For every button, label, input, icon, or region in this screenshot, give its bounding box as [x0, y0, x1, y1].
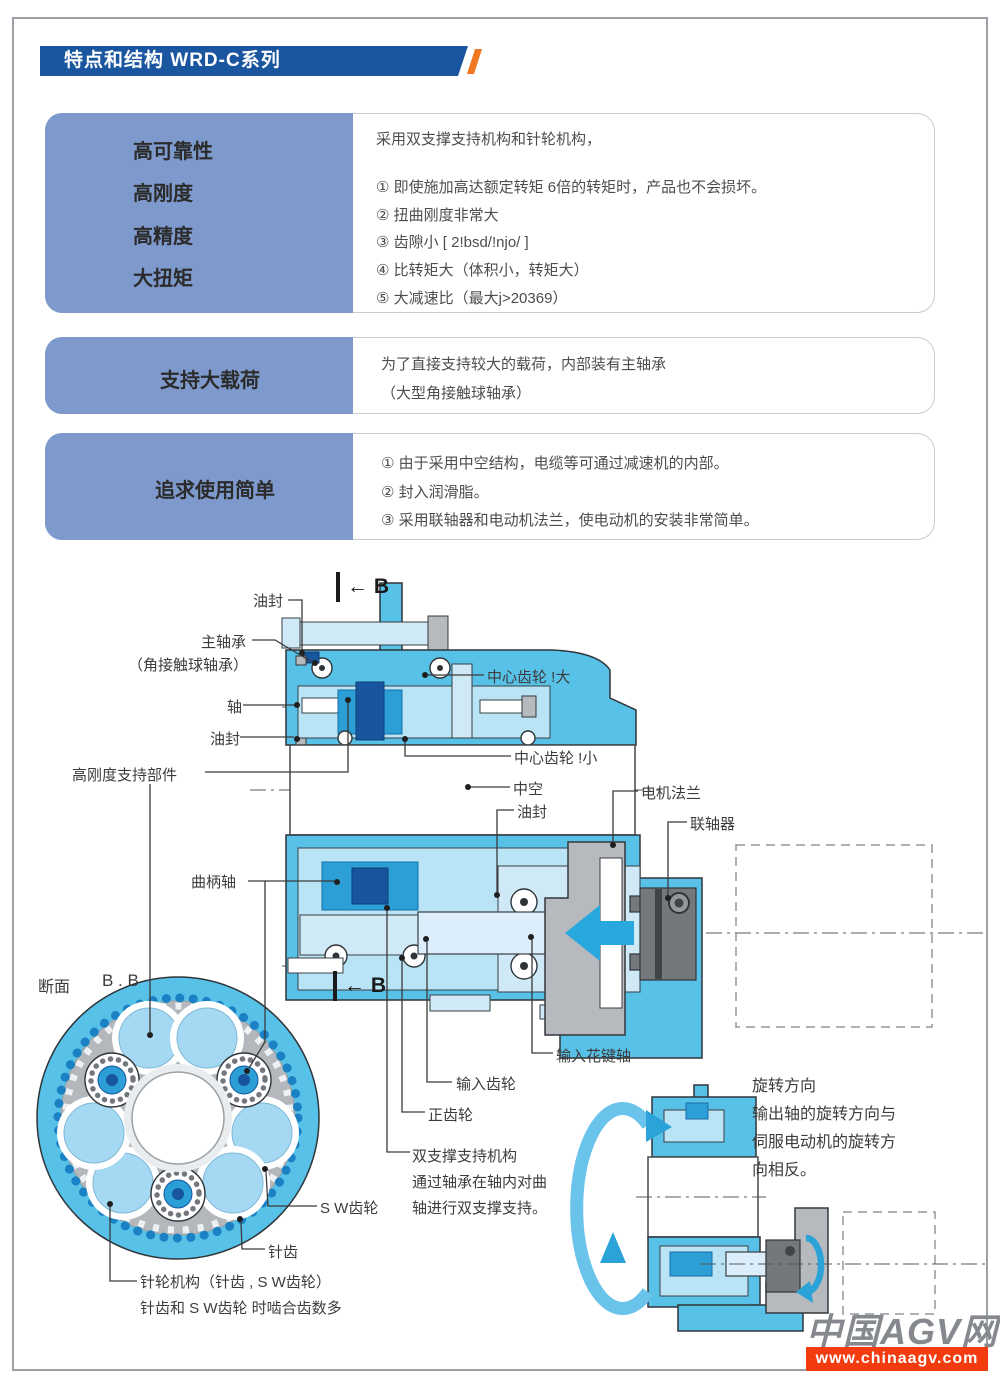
- feature-item: ② 封入润滑脂。: [381, 484, 489, 501]
- feature-title: 高刚度: [133, 183, 193, 205]
- gear-holes: [57, 1001, 299, 1220]
- label-hollow: 中空: [513, 781, 544, 798]
- feature-card-reliability: 高可靠性 高刚度 高精度 大扭矩 采用双支撑支持机构和针轮机构， ① 即使施加高…: [45, 113, 935, 313]
- label-coupling: 联轴器: [690, 816, 736, 833]
- label-rigid-support: 高刚度支持部件: [72, 767, 178, 784]
- rotation-mini-view: [570, 1084, 988, 1332]
- label-double-support-line3: 轴进行双支撑支持。: [412, 1200, 548, 1217]
- feature-item: ② 扭曲刚度非常大: [376, 207, 499, 224]
- label-double-support-line1: 双支撑支持机构: [412, 1148, 518, 1165]
- feature-item: 为了直接支持较大的载荷，内部装有主轴承: [381, 356, 667, 373]
- feature-intro: 采用双支撑支持机构和针轮机构，: [376, 131, 602, 148]
- section-marker-bottom: ← B: [333, 971, 386, 1001]
- label-center-gear-small: 中心齿轮 !小: [514, 750, 598, 767]
- chinaagv-logo: 中国AGV网: [806, 1311, 999, 1352]
- label-double-support-line2: 通过轴承在轴内对曲: [412, 1174, 548, 1191]
- feature-item: ③ 齿隙小 [ 2!bsd/!njo/ ]: [376, 234, 529, 251]
- label-main-bearing-note: （角接触球轴承）: [128, 657, 249, 674]
- feature-item: ① 即使施加高达额定转矩 6倍的转矩时，产品也不会损坏。: [376, 179, 767, 196]
- label-section-name: B . B: [102, 971, 139, 990]
- label-input-gear: 输入齿轮: [456, 1076, 517, 1093]
- rotation-arrow: [570, 1102, 654, 1315]
- label-motor-flange: 电机法兰: [641, 785, 702, 802]
- label-section: 断面: [38, 979, 71, 996]
- label-oil-seal-right: 油封: [517, 804, 548, 821]
- feature-title: 高精度: [133, 226, 193, 248]
- bb-section-view: [36, 976, 320, 1260]
- label-spur-gear: 正齿轮: [428, 1107, 474, 1124]
- label-oil-seal-top: 油封: [253, 593, 284, 610]
- label-center-gear-large: 中心齿轮 !大: [487, 669, 571, 686]
- label-pin-tooth: 针齿: [268, 1244, 299, 1261]
- feature-title: 追求使用简单: [155, 480, 275, 502]
- feature-card-simplicity: 追求使用简单 ① 由于采用中空结构，电缆等可通过减速机的内部。 ② 封入润滑脂。…: [45, 433, 935, 540]
- main-cross-section: [250, 582, 985, 1059]
- crank-bearings: [84, 1052, 272, 1222]
- label-crank-shaft: 曲柄轴: [191, 874, 237, 891]
- feature-item: （大型角接触球轴承）: [381, 385, 532, 402]
- feature-item: ③ 采用联轴器和电动机法兰，使电动机的安装非常简单。: [381, 512, 759, 529]
- rotation-note-line: 向相反。: [752, 1162, 817, 1179]
- page-title: 特点和结构 WRD-C系列: [64, 50, 281, 71]
- label-sw-gear: S W齿轮: [320, 1200, 379, 1217]
- label-oil-seal-left: 油封: [210, 731, 241, 748]
- section-marker-top: ← B: [336, 572, 389, 602]
- feature-item: ① 由于采用中空结构，电缆等可通过减速机的内部。: [381, 455, 729, 472]
- feature-card-load: 支持大载荷 为了直接支持较大的载荷，内部装有主轴承 （大型角接触球轴承）: [45, 337, 935, 414]
- coupling-rotation-arrow: [805, 1234, 825, 1296]
- label-main-bearing: 主轴承: [201, 634, 247, 651]
- label-pin-wheel-line2: 针齿和 S W齿轮 时啮合齿数多: [140, 1300, 342, 1317]
- feature-card-label-panel: 追求使用简单: [45, 433, 353, 540]
- label-input-spline-shaft: 输入花键轴: [556, 1048, 632, 1065]
- pin-teeth-ring: [53, 993, 303, 1243]
- feature-title: 大扭矩: [133, 268, 193, 290]
- label-pin-wheel-mechanism: 针轮机构（针齿 , S W齿轮） 针齿和 S W齿轮 时啮合齿数多: [140, 1270, 342, 1322]
- leader-lines: [107, 599, 687, 1282]
- label-pin-wheel-line1: 针轮机构（针齿 , S W齿轮）: [140, 1274, 331, 1291]
- rotation-note: 旋转方向 输出轴的旋转方向与 伺服电动机的旋转方 向相反。: [752, 1073, 896, 1185]
- rotation-note-line: 伺服电动机的旋转方: [752, 1134, 897, 1151]
- feature-title: 高可靠性: [133, 141, 213, 163]
- page-title-bar: 特点和结构 WRD-C系列: [40, 46, 468, 76]
- feature-card-label-panel: 支持大载荷: [45, 337, 353, 414]
- label-double-support: 双支撑支持机构 通过轴承在轴内对曲 轴进行双支撑支持。: [412, 1144, 547, 1222]
- feature-item: ⑤ 大减速比（最大j>20369）: [376, 290, 568, 307]
- feature-card-label-panel: 高可靠性 高刚度 高精度 大扭矩: [45, 113, 353, 313]
- feature-item: ④ 比转矩大（体积小，转矩大）: [376, 262, 589, 279]
- rotation-note-line: 输出轴的旋转方向与: [752, 1106, 897, 1123]
- rotation-note-title: 旋转方向: [752, 1078, 817, 1095]
- feature-title: 支持大载荷: [160, 370, 260, 392]
- label-shaft: 轴: [227, 699, 243, 716]
- chinaagv-url-bar: www.chinaagv.com: [806, 1347, 988, 1371]
- chinaagv-url: www.chinaagv.com: [815, 1350, 979, 1367]
